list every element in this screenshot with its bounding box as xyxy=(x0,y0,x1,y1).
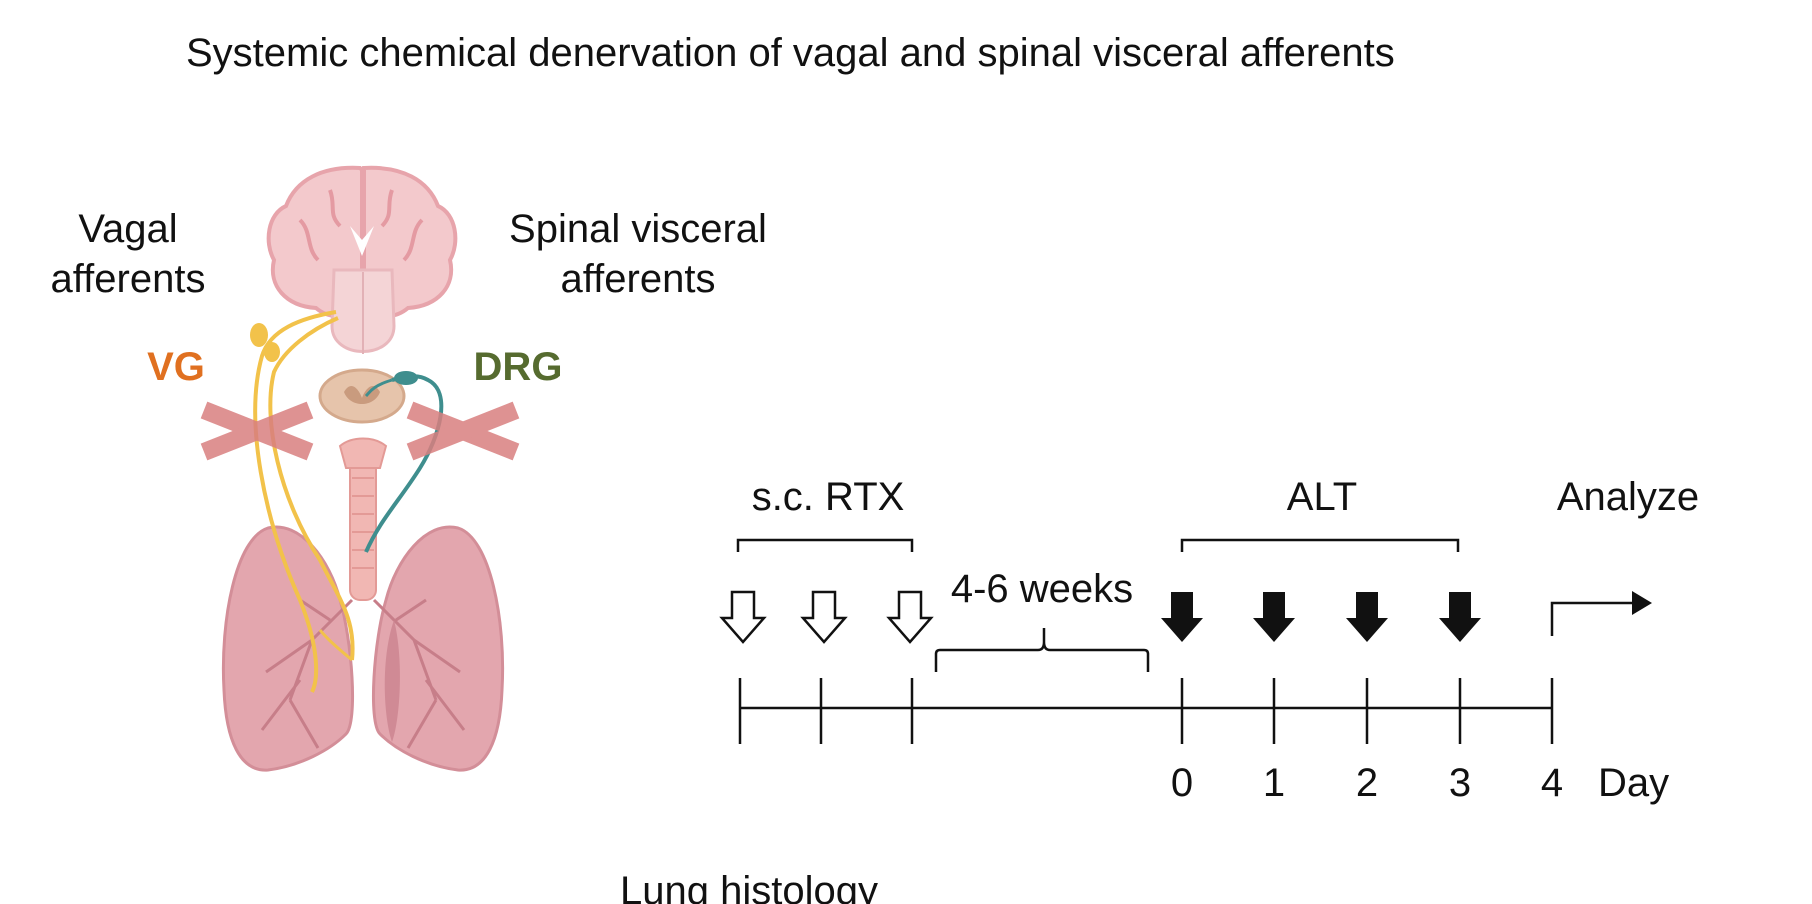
brain-icon xyxy=(266,165,458,354)
filled-arrow-icon xyxy=(1161,592,1203,642)
denervation-cross-icon xyxy=(200,401,314,461)
drg-label: DRG xyxy=(474,345,563,389)
rtx-label: s.c. RTX xyxy=(752,475,905,519)
rtx-bracket xyxy=(736,538,914,552)
open-arrow-icon xyxy=(719,590,767,644)
diagram-title: Systemic chemical denervation of vagal a… xyxy=(186,31,1395,75)
lungs-icon xyxy=(221,525,505,772)
alt-bracket xyxy=(1180,538,1460,552)
open-arrow-icon xyxy=(886,590,934,644)
anatomy-illustration xyxy=(200,165,520,772)
vagal-label-line1: Vagal xyxy=(78,207,177,251)
day-label: 0 xyxy=(1171,761,1193,805)
filled-arrow-icon xyxy=(1253,592,1295,642)
vagal-label-line2: afferents xyxy=(51,257,206,301)
denervation-cross-icon xyxy=(406,401,520,461)
analyze-label: Analyze xyxy=(1557,475,1699,519)
spinal-label-line2: afferents xyxy=(561,257,716,301)
dorsal-root-ganglion-icon xyxy=(394,371,418,385)
day-label: 2 xyxy=(1356,761,1378,805)
spinal-cord-icon xyxy=(318,368,406,424)
day-label: 3 xyxy=(1449,761,1471,805)
open-arrow-icon xyxy=(800,590,848,644)
spinal-label-line1: Spinal visceral xyxy=(509,207,767,251)
filled-arrow-icon xyxy=(1439,592,1481,642)
gap-brace xyxy=(934,628,1150,672)
day-label: 4 xyxy=(1541,761,1563,805)
day-unit-label: Day xyxy=(1598,761,1669,805)
bent-arrow-icon xyxy=(1550,591,1652,636)
vagal-ganglion-icon xyxy=(250,323,268,347)
filled-arrow-icon xyxy=(1346,592,1388,642)
vg-label: VG xyxy=(147,345,205,389)
day-label: 1 xyxy=(1263,761,1285,805)
timeline: s.c. RTX ALT Analyze 4-6 weeks xyxy=(719,475,1699,805)
vagal-nerve xyxy=(250,310,355,693)
trachea-icon xyxy=(338,437,388,601)
alt-label: ALT xyxy=(1287,475,1357,519)
lung-histology-caption: Lung histology xyxy=(620,869,878,904)
gap-label: 4-6 weeks xyxy=(951,567,1133,611)
